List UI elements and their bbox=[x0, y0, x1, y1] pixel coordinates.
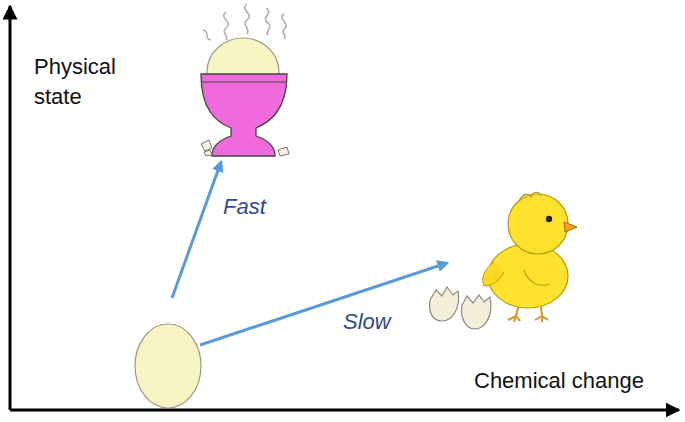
fast-arrow bbox=[172, 162, 221, 298]
slow-arrow bbox=[200, 263, 447, 345]
boiled-egg bbox=[201, 4, 289, 156]
axis-label: Chemical change bbox=[474, 366, 674, 396]
chick bbox=[483, 192, 577, 322]
axis-label: Physical state bbox=[34, 52, 144, 112]
y-axis bbox=[9, 6, 12, 410]
rate-label: Slow bbox=[343, 307, 413, 337]
egg-shells bbox=[430, 287, 491, 329]
rate-label: Fast bbox=[223, 192, 293, 222]
raw-egg bbox=[135, 324, 201, 408]
x-axis bbox=[10, 409, 679, 412]
